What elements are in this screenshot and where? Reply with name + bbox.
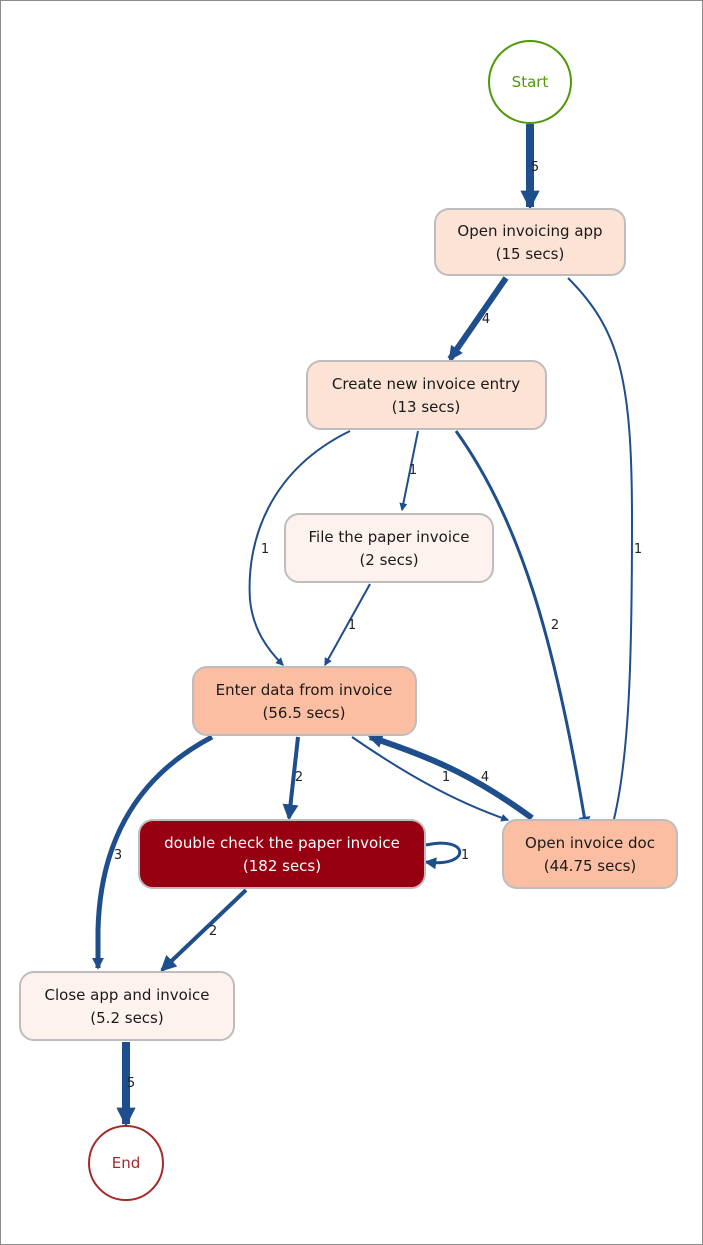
edge-labels: 5 4 1 1 1 2 1 2 1 4 1 3 2 5: [114, 160, 642, 1091]
node-box: [19, 971, 235, 1041]
node-box: [138, 819, 426, 889]
activity-close-app-and-invoice: Close app and invoice (5.2 secs): [19, 971, 235, 1041]
edge-label-check-self: 1: [461, 848, 469, 863]
edge-open-app-to-create-entry: [447, 276, 509, 361]
edge-double-check-self-loop: [424, 841, 462, 870]
edge-label-doc-enter: 4: [481, 770, 489, 785]
node-box: [192, 666, 417, 736]
node-title: Create new invoice entry: [332, 375, 520, 393]
start-node: Start: [488, 40, 572, 124]
edge-double-check-to-close-app: [160, 888, 248, 972]
node-title: File the paper invoice: [308, 528, 469, 546]
node-box: [284, 513, 494, 583]
edges: [91, 124, 634, 1127]
node-duration: (2 secs): [359, 551, 418, 569]
edge-label-open-create: 4: [482, 312, 490, 327]
end-label: End: [112, 1154, 141, 1172]
node-title: Enter data from invoice: [216, 681, 393, 699]
edge-open-doc-to-enter-data: [367, 733, 534, 821]
edge-create-to-open-doc: [454, 430, 591, 829]
activity-open-invoice-doc: Open invoice doc (44.75 secs): [502, 819, 678, 889]
end-node: End: [88, 1125, 164, 1201]
edge-label-check-close: 2: [209, 924, 217, 939]
node-duration: (15 secs): [496, 245, 565, 263]
edge-file-paper-to-enter-data: [324, 583, 371, 667]
edge-label-create-doc: 2: [551, 618, 559, 633]
node-box: [434, 208, 626, 276]
activity-open-invoicing-app: Open invoicing app (15 secs): [434, 208, 626, 276]
start-label: Start: [512, 73, 549, 91]
edge-label-close-end: 5: [127, 1076, 135, 1091]
edge-label-enter-doc: 1: [442, 770, 450, 785]
activity-double-check-the-paper-invoice: double check the paper invoice (182 secs…: [138, 819, 426, 889]
node-duration: (44.75 secs): [544, 857, 637, 875]
node-duration: (56.5 secs): [263, 704, 346, 722]
edge-enter-data-to-close-app: [91, 734, 214, 970]
edge-create-to-enter-data: [248, 430, 351, 666]
edge-create-to-file-paper: [399, 430, 419, 512]
node-duration: (13 secs): [392, 398, 461, 416]
edge-label-create-file: 1: [409, 463, 417, 478]
node-duration: (5.2 secs): [90, 1009, 163, 1027]
edge-open-app-to-open-doc: [567, 277, 634, 829]
node-duration: (182 secs): [243, 857, 321, 875]
node-title: double check the paper invoice: [164, 834, 400, 852]
node-box: [502, 819, 678, 889]
edge-label-file-enter: 1: [348, 618, 356, 633]
node-title: Open invoicing app: [457, 222, 602, 240]
activity-create-new-invoice-entry: Create new invoice entry (13 secs): [306, 360, 547, 430]
edge-label-enter-close: 3: [114, 848, 122, 863]
edge-label-enter-check: 2: [295, 770, 303, 785]
node-title: Open invoice doc: [525, 834, 655, 852]
edge-label-start-open: 5: [531, 160, 539, 175]
node-box: [306, 360, 547, 430]
activity-file-the-paper-invoice: File the paper invoice (2 secs): [284, 513, 494, 583]
activity-enter-data-from-invoice: Enter data from invoice (56.5 secs): [192, 666, 417, 736]
edge-label-open-doc: 1: [634, 542, 642, 557]
edge-enter-data-to-open-doc: [351, 736, 510, 822]
edge-enter-data-to-double-check: [282, 736, 300, 821]
edge-label-create-enter: 1: [261, 542, 269, 557]
node-title: Close app and invoice: [45, 986, 210, 1004]
